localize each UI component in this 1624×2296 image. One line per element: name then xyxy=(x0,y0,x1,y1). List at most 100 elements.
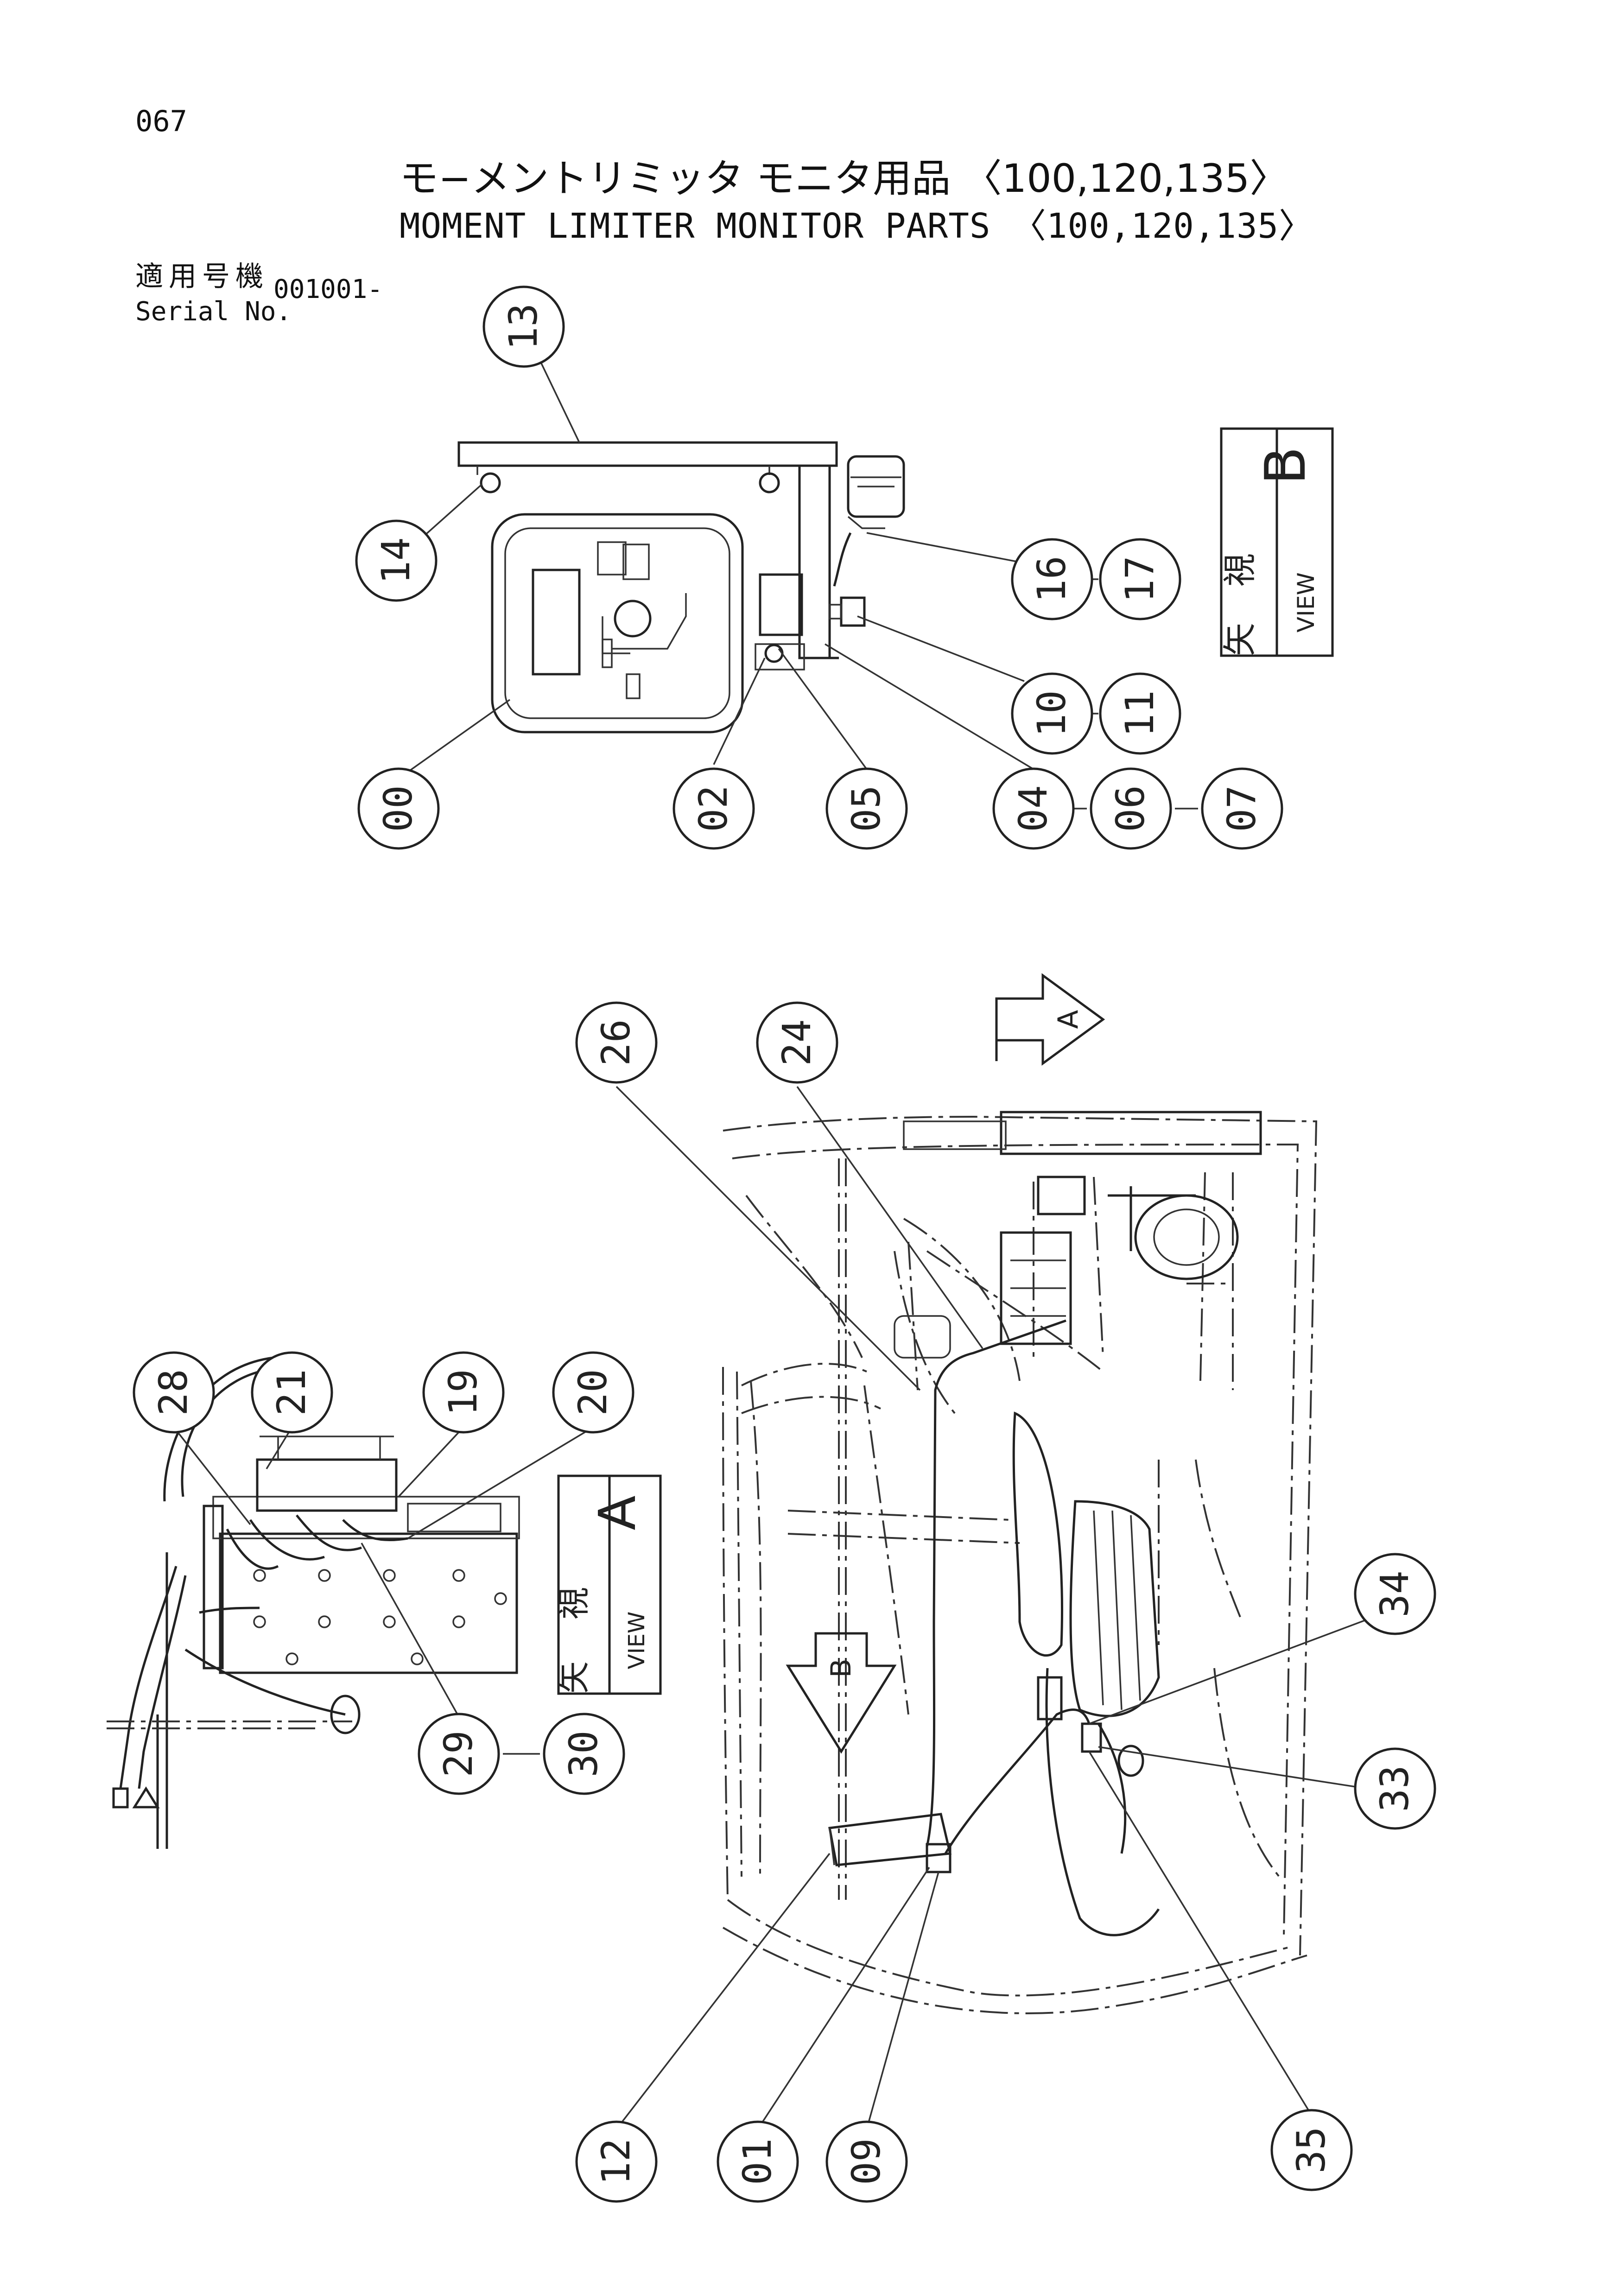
balloon-circle xyxy=(1099,672,1181,755)
balloon-circle xyxy=(1099,538,1181,620)
balloon-circle xyxy=(1090,767,1172,850)
view-b-word: VIEW xyxy=(1293,572,1320,633)
view-b-label-box: 矢 視 VIEW B xyxy=(1220,427,1334,657)
balloon-number: 34 xyxy=(1372,1570,1417,1617)
balloon-number: 11 xyxy=(1117,690,1162,737)
balloon-circle xyxy=(1011,672,1093,755)
balloon-number: 21 xyxy=(269,1369,314,1416)
balloon-number: 29 xyxy=(436,1730,481,1777)
view-b-letter: B xyxy=(1254,447,1318,485)
cab-layout xyxy=(722,1111,1318,2014)
balloon-circle xyxy=(825,2120,908,2203)
callout-balloon-28: 28 xyxy=(133,1351,215,1434)
view-b-direction-arrow: B xyxy=(786,1632,897,1754)
balloon-circle xyxy=(357,767,440,850)
balloon-number: 19 xyxy=(440,1369,486,1416)
balloon-number: 16 xyxy=(1029,556,1074,602)
serial-value: 001001- xyxy=(273,274,383,304)
balloon-number: 20 xyxy=(570,1369,615,1416)
balloon-circle xyxy=(251,1351,333,1434)
callout-balloons: 13 14 16 17 10 11 00 02 05 04 06 07 26 24 28 21 19 20 29 30… xyxy=(133,285,1436,2203)
callout-balloon-29: 29 xyxy=(418,1713,500,1795)
callout-balloon-21: 21 xyxy=(251,1351,333,1434)
balloon-number: 12 xyxy=(593,2138,639,2185)
view-b-kanji-1: 矢 xyxy=(1220,623,1259,656)
callout-balloon-05: 05 xyxy=(825,767,908,850)
view-a-direction-arrow: A xyxy=(995,973,1105,1066)
callout-balloon-24: 24 xyxy=(756,1001,838,1084)
callout-balloon-19: 19 xyxy=(422,1351,505,1434)
view-a-kanji-1: 矢 xyxy=(555,1661,593,1694)
balloon-number: 13 xyxy=(501,303,546,350)
balloon-circle xyxy=(482,285,565,368)
callout-balloon-26: 26 xyxy=(575,1001,658,1084)
balloon-number: 00 xyxy=(375,785,421,832)
balloon-circle xyxy=(825,767,908,850)
balloon-circle xyxy=(133,1351,215,1434)
balloon-number: 06 xyxy=(1108,785,1153,832)
balloon-number: 09 xyxy=(844,2138,889,2185)
balloon-number: 28 xyxy=(151,1369,196,1416)
balloon-circle xyxy=(1354,1747,1436,1830)
balloon-circle xyxy=(355,519,438,602)
callout-balloon-02: 02 xyxy=(672,767,755,850)
balloon-circle xyxy=(717,2120,799,2203)
balloon-number: 35 xyxy=(1288,2126,1334,2173)
balloon-circle xyxy=(422,1351,505,1434)
balloon-circle xyxy=(756,1001,838,1084)
balloon-circle xyxy=(992,767,1075,850)
balloon-circle xyxy=(672,767,755,850)
callout-balloon-04: 04 xyxy=(992,767,1075,850)
balloon-circle xyxy=(575,2120,658,2203)
balloon-number: 07 xyxy=(1219,785,1264,832)
monitor-assembly xyxy=(457,441,905,734)
page-number: 067 xyxy=(135,104,187,138)
balloon-circle xyxy=(575,1001,658,1084)
balloon-number: 14 xyxy=(373,537,419,584)
title-japanese: モ−メントリミッタ モニタ用品 〈100,120,135〉 xyxy=(400,156,1289,201)
balloon-circle xyxy=(1201,767,1283,850)
callout-balloon-13: 13 xyxy=(482,285,565,368)
balloon-number: 17 xyxy=(1117,556,1162,602)
view-a-letter: A xyxy=(588,1495,647,1530)
balloon-circle xyxy=(552,1351,634,1434)
view-a-label-box: 矢 視 VIEW A xyxy=(555,1474,662,1695)
callout-balloon-14: 14 xyxy=(355,519,438,602)
callout-balloon-09: 09 xyxy=(825,2120,908,2203)
title-english: MOMENT LIMITER MONITOR PARTS 〈100,120,13… xyxy=(400,206,1314,246)
balloon-circle xyxy=(1011,538,1093,620)
callout-balloon-00: 00 xyxy=(357,767,440,850)
serial-label-japanese: 適用号機 xyxy=(135,260,269,293)
view-a-kanji-2: 視 xyxy=(555,1587,593,1619)
arrow-a-letter: A xyxy=(1052,1010,1085,1029)
callout-balloon-35: 35 xyxy=(1270,2109,1353,2191)
balloon-circle xyxy=(543,1713,625,1795)
callout-balloon-11: 11 xyxy=(1099,672,1181,755)
balloon-number: 30 xyxy=(561,1730,606,1777)
callout-balloon-33: 33 xyxy=(1354,1747,1436,1830)
callout-balloon-07: 07 xyxy=(1201,767,1283,850)
balloon-number: 26 xyxy=(593,1019,639,1066)
balloon-number: 05 xyxy=(844,785,889,832)
leader-lines xyxy=(173,326,1368,2130)
callout-balloon-30: 30 xyxy=(543,1713,625,1795)
callout-balloon-12: 12 xyxy=(575,2120,658,2203)
balloon-number: 02 xyxy=(691,785,736,832)
callout-balloon-20: 20 xyxy=(552,1351,634,1434)
serial-label-english: Serial No. xyxy=(135,297,292,327)
arrow-b-letter: B xyxy=(825,1658,857,1677)
balloon-number: 33 xyxy=(1372,1765,1417,1812)
callout-balloon-34: 34 xyxy=(1354,1553,1436,1635)
callout-balloon-10: 10 xyxy=(1011,672,1093,755)
balloon-circle xyxy=(1354,1553,1436,1635)
balloon-number: 01 xyxy=(735,2138,780,2185)
callout-balloon-06: 06 xyxy=(1090,767,1172,850)
callout-balloon-01: 01 xyxy=(717,2120,799,2203)
balloon-number: 04 xyxy=(1010,785,1056,832)
balloon-circle xyxy=(418,1713,500,1795)
balloon-number: 24 xyxy=(774,1019,819,1066)
balloon-circle xyxy=(1270,2109,1353,2191)
balloon-number: 10 xyxy=(1029,690,1074,737)
view-b-kanji-2: 視 xyxy=(1220,553,1259,587)
